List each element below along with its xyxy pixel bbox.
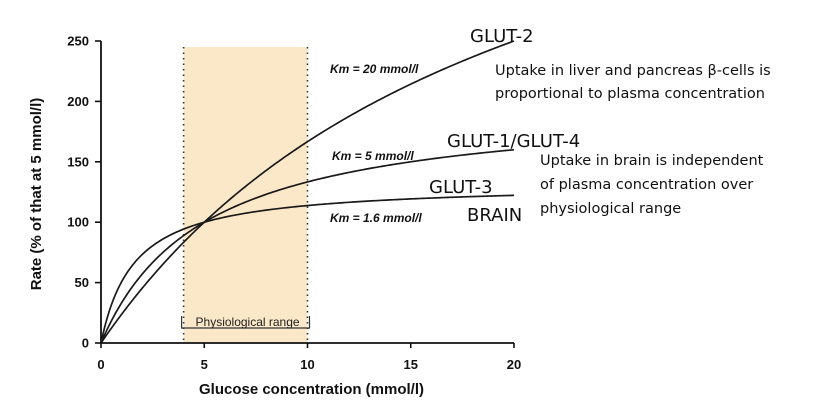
glut4-label-part: /GLUT-4 (511, 131, 581, 152)
brain-label: BRAIN (467, 205, 522, 226)
brain-note-line-2: of plasma concentration over (540, 177, 753, 193)
x-tick-label: 0 (97, 357, 104, 372)
physiological-range-label: Physiological range (196, 315, 300, 329)
glut2-curve (100, 40, 515, 344)
brain-note-line-3: physiological range (540, 201, 681, 217)
y-tick-label: 100 (67, 215, 89, 230)
y-tick-label: 250 (67, 34, 89, 49)
glut3-curve (100, 194, 515, 344)
physiological-range-bracket (181, 316, 311, 329)
y-tick-label: 0 (82, 336, 89, 351)
glut3-label: GLUT-3 (429, 177, 493, 198)
glut1-label-part: GLUT-1 (447, 131, 511, 152)
x-axis-title: Glucose concentration (mmol/l) (199, 381, 424, 398)
physiological-range-band (183, 47, 308, 343)
x-tick-label: 10 (300, 357, 314, 372)
x-tick-label: 5 (201, 357, 208, 372)
x-tick-label: 20 (507, 357, 521, 372)
y-tick-label: 150 (67, 154, 89, 169)
glut1-glut4-label: GLUT-1/GLUT-4 (447, 131, 580, 152)
y-tick-label: 200 (67, 94, 89, 109)
y-axis-title: Rate (% of that at 5 mmol/l) (28, 98, 45, 291)
glut1-glut4-curve (100, 148, 515, 344)
y-tick-label: 50 (75, 275, 89, 290)
km-label-glut3: Km = 1.6 mmol/l (330, 211, 422, 225)
glut2-label: GLUT-2 (470, 26, 534, 47)
x-tick-label: 15 (404, 357, 418, 372)
km-label-glut1: Km = 5 mmol/l (332, 149, 414, 163)
series-curves (100, 40, 515, 344)
km-label-glut2: Km = 20 mmol/l (330, 62, 419, 76)
axis-ticks: 0 50 100 150 200 250 0 5 10 15 20 (67, 34, 521, 373)
liver-note-line-1: Uptake in liver and pancreas β-cells is (495, 63, 771, 79)
liver-note-line-2: proportional to plasma concentration (495, 86, 765, 102)
brain-note-line-1: Uptake in brain is independent (540, 153, 764, 169)
